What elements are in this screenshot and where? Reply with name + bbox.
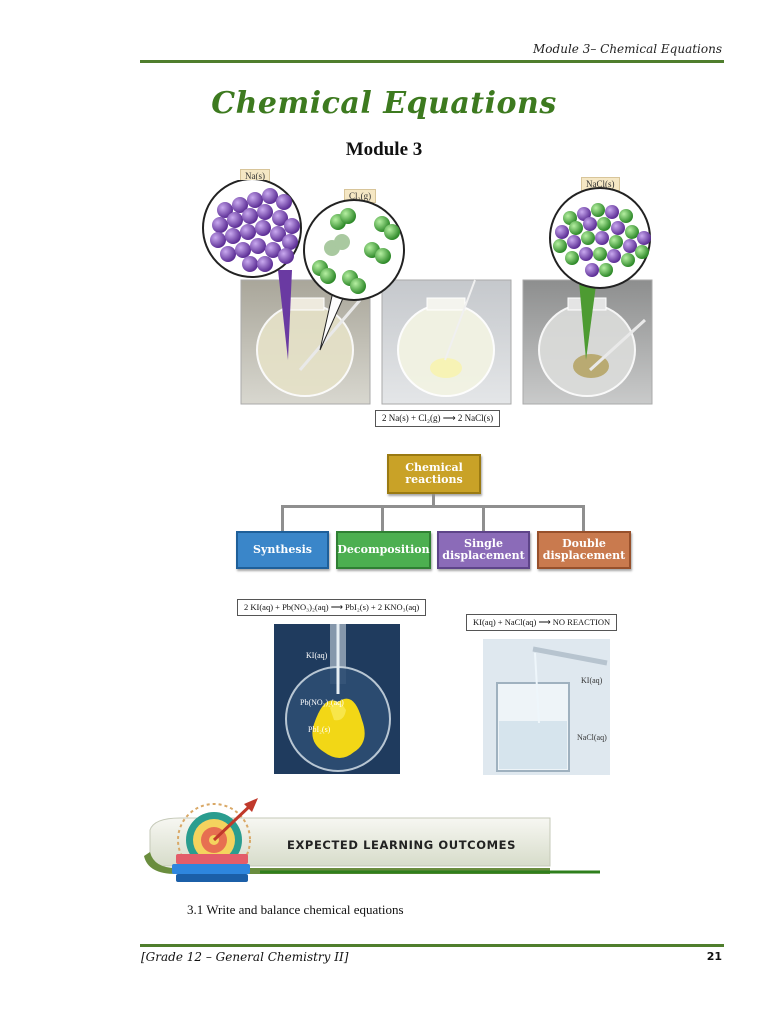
synthesis-label: Synthesis xyxy=(253,543,312,556)
single-displacement-node: Single displacement xyxy=(437,531,530,569)
chart-root-node: Chemical reactions xyxy=(387,454,481,494)
ki-label-left: KI(aq) xyxy=(306,651,328,660)
lead-nitrate-label: Pb(NO₃)₂(aq) xyxy=(300,698,344,707)
chart-connector xyxy=(281,505,585,508)
double-displacement-node: Double displacement xyxy=(537,531,631,569)
chart-root-label: Chemical reactions xyxy=(405,461,463,486)
no-reaction-equation: KI(aq) + NaCl(aq) ⟶ NO REACTION xyxy=(466,614,618,631)
books-icon xyxy=(172,854,250,882)
chart-connector xyxy=(582,505,585,531)
outcome-item: 3.1 Write and balance chemical equations xyxy=(187,902,404,917)
chart-connector xyxy=(482,505,485,531)
sodium-chloride-aq-label: NaCl(aq) xyxy=(577,733,607,742)
double-displacement-label: Double displacement xyxy=(542,537,626,562)
single-displacement-label: Single displacement xyxy=(442,537,525,562)
footer-course: [Grade 12 – General Chemistry II] xyxy=(141,950,349,964)
precipitation-equation: 2 KI(aq) + Pb(NO₃)₂(aq) ⟶ PbI₂(s) + 2 KN… xyxy=(237,599,427,616)
ki-label-right: KI(aq) xyxy=(581,676,603,685)
chart-connector xyxy=(432,494,435,506)
chart-connector xyxy=(381,505,384,531)
footer-rule xyxy=(140,944,724,947)
sodium-chloride-label: NaCl(s) xyxy=(581,174,620,192)
synthesis-equation: 2 Na(s) + Cl₂(g) ⟶ 2 NaCl(s) xyxy=(375,410,501,427)
page-title: Chemical Equations xyxy=(211,86,557,121)
page-number: 21 xyxy=(706,950,722,963)
module-subtitle: Module 3 xyxy=(345,139,423,160)
running-header: Module 3– Chemical Equations xyxy=(533,42,722,56)
chart-connector xyxy=(281,505,284,531)
reaction-illustration xyxy=(202,180,653,405)
learning-outcomes-banner xyxy=(144,798,600,882)
synthesis-node: Synthesis xyxy=(236,531,329,569)
decomposition-node: Decomposition xyxy=(336,531,431,569)
precipitate-photo xyxy=(274,624,400,774)
learning-outcomes-heading: EXPECTED LEARNING OUTCOMES xyxy=(287,838,516,852)
lead-iodide-label: PbI₂(s) xyxy=(308,725,331,734)
header-rule xyxy=(140,60,724,63)
no-reaction-photo xyxy=(483,639,610,775)
decomposition-label: Decomposition xyxy=(337,543,430,556)
